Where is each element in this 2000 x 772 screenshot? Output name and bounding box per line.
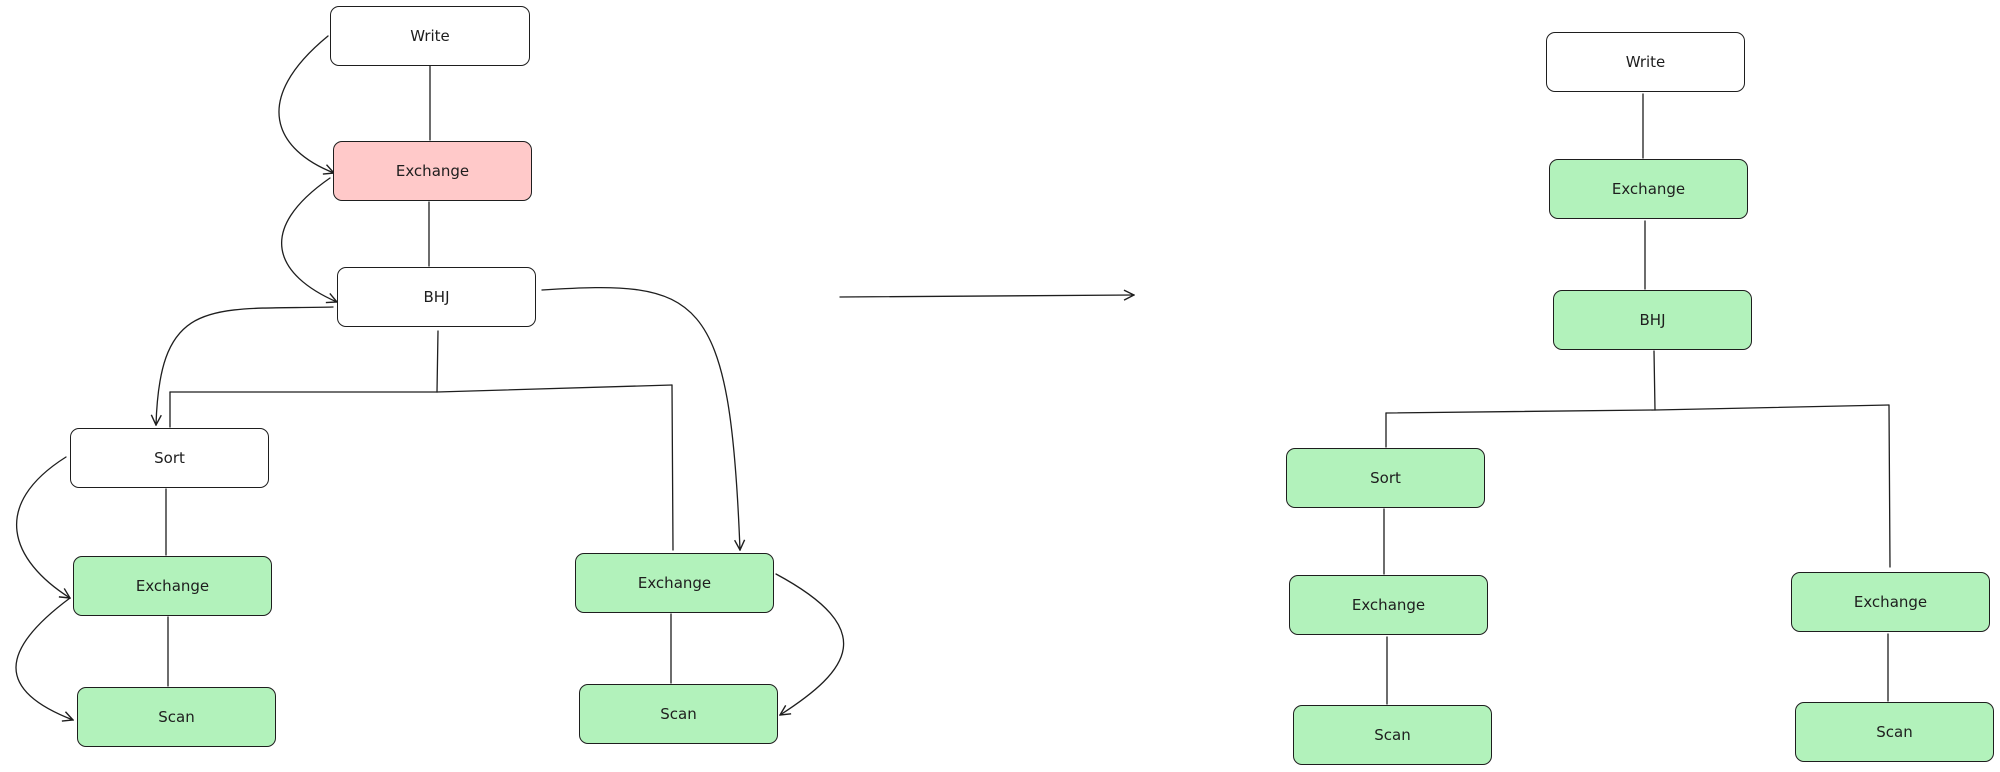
curved-arrow bbox=[15, 597, 73, 720]
node-label: Exchange bbox=[637, 574, 712, 592]
node-write[interactable]: Write bbox=[1546, 32, 1745, 92]
node-label: Scan bbox=[158, 708, 195, 726]
node-scan[interactable]: Scan bbox=[1795, 702, 1994, 762]
node-label: Exchange bbox=[395, 162, 470, 180]
node-label: Sort bbox=[154, 449, 185, 467]
node-exchange[interactable]: Exchange bbox=[1791, 572, 1990, 632]
node-exchange[interactable]: Exchange bbox=[333, 141, 532, 201]
curved-arrow bbox=[278, 35, 334, 173]
edge-split-right bbox=[1654, 404, 1890, 411]
edge-split-right bbox=[436, 384, 673, 393]
node-label: Write bbox=[410, 27, 450, 45]
node-label: Exchange bbox=[1351, 596, 1426, 614]
node-exchange[interactable]: Exchange bbox=[73, 556, 272, 616]
edge-split-to-exchange-right bbox=[1888, 404, 1891, 568]
transform-arrow bbox=[839, 295, 1134, 297]
node-scan[interactable]: Scan bbox=[1293, 705, 1492, 765]
node-label: Scan bbox=[1876, 723, 1913, 741]
node-label: Exchange bbox=[1611, 180, 1686, 198]
edge-split-to-exchange-right bbox=[671, 384, 674, 551]
curved-arrow bbox=[541, 286, 740, 550]
edge-bhj-down bbox=[436, 330, 439, 393]
node-bhj[interactable]: BHJ bbox=[1553, 290, 1752, 350]
node-exchange[interactable]: Exchange bbox=[575, 553, 774, 613]
node-label: BHJ bbox=[1639, 311, 1666, 329]
node-label: Sort bbox=[1370, 469, 1401, 487]
curved-arrow bbox=[281, 177, 337, 302]
node-label: Scan bbox=[1374, 726, 1411, 744]
node-label: Write bbox=[1625, 53, 1666, 71]
node-sort[interactable]: Sort bbox=[70, 428, 269, 488]
curved-arrow bbox=[156, 306, 334, 425]
node-bhj[interactable]: BHJ bbox=[337, 267, 536, 327]
node-write[interactable]: Write bbox=[330, 6, 530, 66]
node-exchange[interactable]: Exchange bbox=[1289, 575, 1488, 635]
edge-bhj-down bbox=[1653, 350, 1656, 411]
node-label: Exchange bbox=[135, 577, 210, 595]
node-label: BHJ bbox=[423, 288, 450, 306]
edge-split-left bbox=[1385, 409, 1656, 414]
node-exchange[interactable]: Exchange bbox=[1549, 159, 1748, 219]
node-sort[interactable]: Sort bbox=[1286, 448, 1485, 508]
node-label: Scan bbox=[660, 705, 697, 723]
node-scan[interactable]: Scan bbox=[77, 687, 276, 747]
curved-arrow bbox=[775, 573, 845, 715]
node-label: Exchange bbox=[1853, 593, 1928, 611]
curved-arrow bbox=[15, 456, 70, 598]
node-scan[interactable]: Scan bbox=[579, 684, 778, 744]
